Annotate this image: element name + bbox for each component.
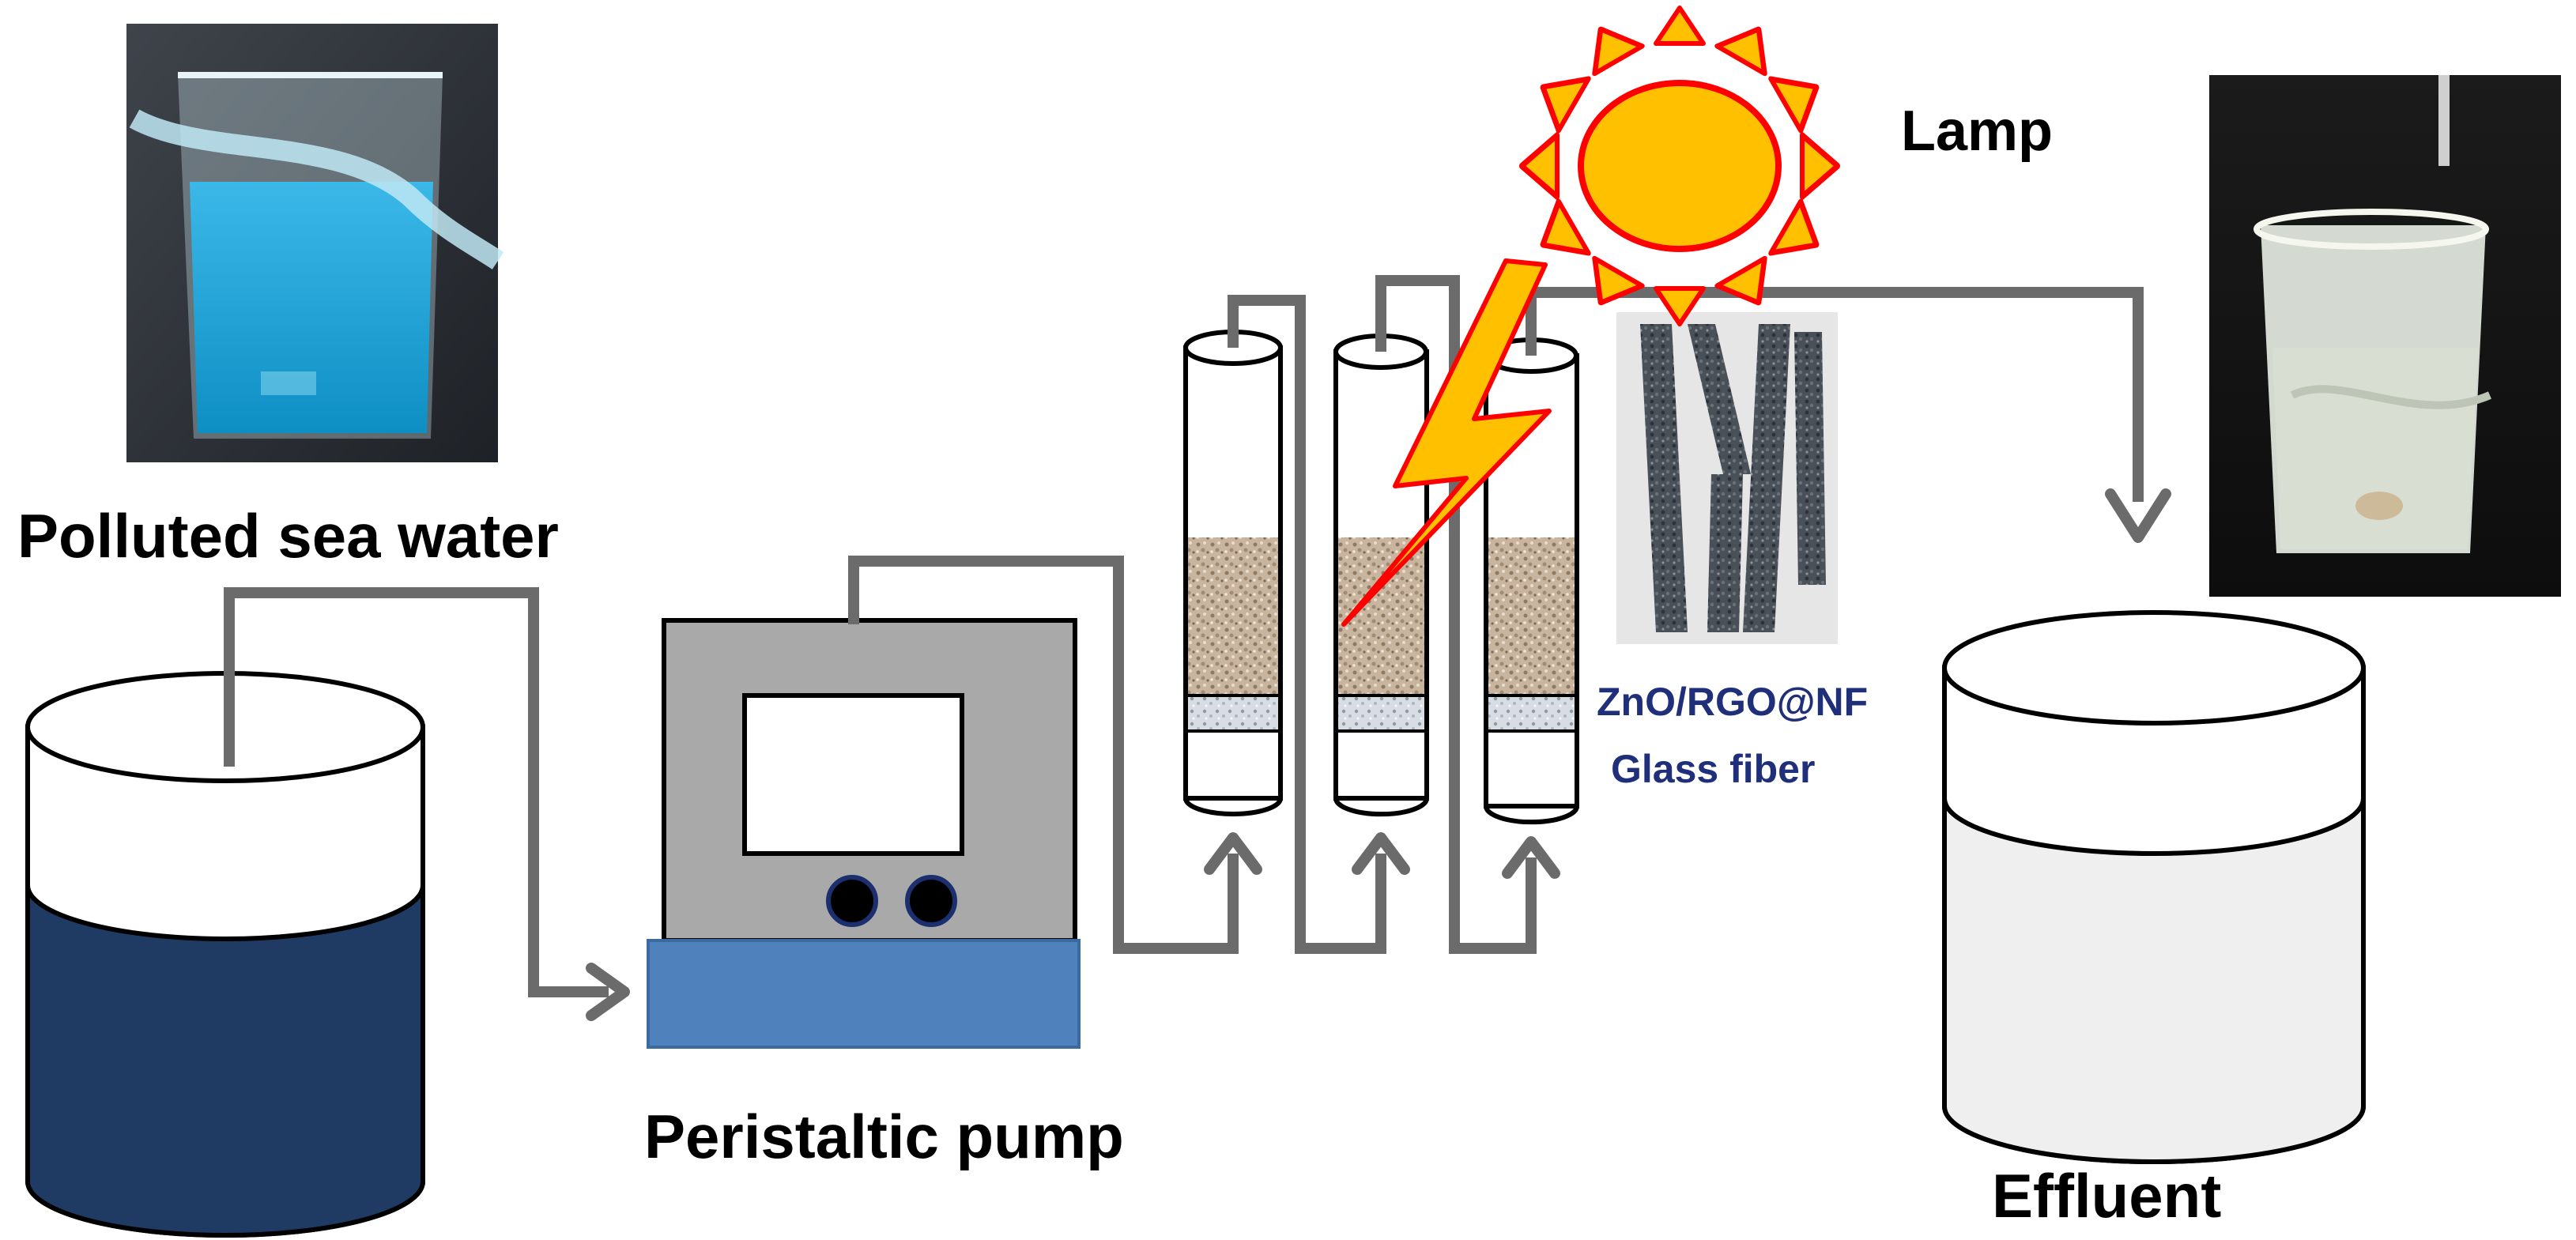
catalyst-photo xyxy=(1616,312,1838,644)
arrow-into-pump xyxy=(586,963,630,1021)
flow-arrowheads xyxy=(586,488,2171,1021)
polluted-water-photo xyxy=(126,24,504,462)
pipe-tank-to-pump xyxy=(224,587,609,997)
label-peristaltic-pump: Peristaltic pump xyxy=(644,1102,1124,1171)
effluent-tank xyxy=(1942,610,2366,1164)
label-catalyst: ZnO/RGO@NF xyxy=(1597,680,1868,724)
label-effluent: Effluent xyxy=(1992,1161,2221,1231)
pipe-pump-to-column-1 xyxy=(848,556,1239,954)
pipe-column-3-to-effluent xyxy=(1526,287,2144,502)
label-glass-fiber: Glass fiber xyxy=(1611,747,1815,791)
pipe-network xyxy=(224,275,2144,997)
pipe-column-1-to-column-2 xyxy=(1228,295,1386,954)
label-polluted-sea-water: Polluted sea water xyxy=(17,501,559,571)
arrow-into-column-2 xyxy=(1352,832,1410,875)
arrow-into-effluent xyxy=(2105,488,2171,543)
peristaltic-pump xyxy=(647,618,1081,1049)
effluent-photo xyxy=(2209,75,2561,597)
lamp-sun-icon xyxy=(1519,6,1840,326)
reactor-column-1 xyxy=(1183,330,1283,816)
arrow-into-column-1 xyxy=(1204,832,1262,875)
reactor-column-2 xyxy=(1333,334,1429,817)
label-lamp: Lamp xyxy=(1901,100,2053,163)
pipe-column-2-to-column-3 xyxy=(1375,275,1537,954)
arrow-into-column-3 xyxy=(1502,836,1560,879)
lightning-bolt-icon xyxy=(1341,258,1552,627)
